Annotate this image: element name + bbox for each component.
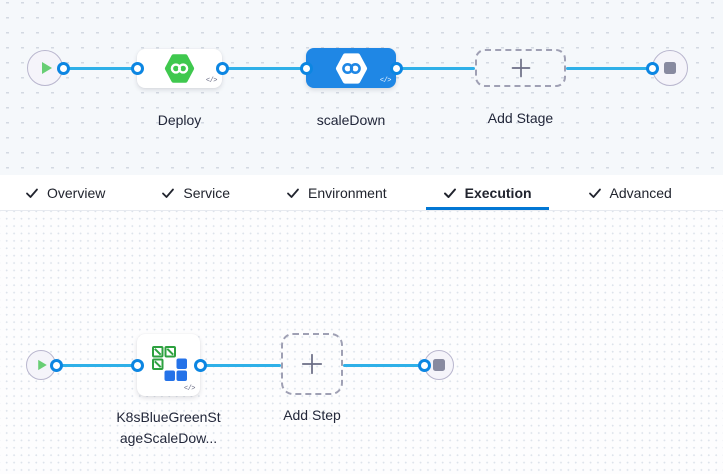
stage-label-deploy: Deploy <box>157 112 202 128</box>
connector-dot[interactable] <box>57 61 70 75</box>
connector-dot[interactable] <box>418 358 431 372</box>
edge-step-to-addstep <box>200 363 281 367</box>
edge-scaledown-to-addstage <box>396 66 475 70</box>
check-icon <box>588 188 601 198</box>
stage-card-deploy[interactable]: </> <box>137 49 222 88</box>
tab-label: Overview <box>47 184 106 201</box>
harness-cd-hexagon-icon <box>164 54 195 83</box>
connector-dot[interactable] <box>646 61 659 75</box>
edge-addstage-to-end <box>566 66 652 70</box>
step-label-k8s-scaledown: K8sBlueGreenStageScaleDow... <box>116 409 221 446</box>
connector-dot[interactable] <box>194 358 207 372</box>
play-icon <box>38 359 47 371</box>
tab-execution[interactable]: Execution <box>425 175 549 210</box>
execution-end-node[interactable] <box>424 350 454 380</box>
add-step-button[interactable] <box>281 333 343 395</box>
edge-start-to-step <box>56 363 137 367</box>
step-label-add-step: Add Step <box>283 407 341 423</box>
stage-config-tabs: Overview Service Environment Execution A… <box>0 175 723 211</box>
plus-icon <box>511 58 530 78</box>
connector-dot[interactable] <box>390 61 403 75</box>
check-icon <box>443 188 456 198</box>
tab-label: Execution <box>464 184 532 201</box>
tab-environment[interactable]: Environment <box>269 175 404 210</box>
stage-graph-canvas[interactable]: </> </> Deploy scaleDown Add Stage <box>0 0 723 175</box>
code-icon[interactable]: </> <box>379 77 392 85</box>
check-icon <box>287 188 299 198</box>
k8s-blue-green-icon <box>151 346 187 381</box>
stage-label-add-stage: Add Stage <box>487 110 554 126</box>
connector-dot[interactable] <box>300 61 313 75</box>
tab-service[interactable]: Service <box>144 175 247 210</box>
plus-icon <box>301 353 323 375</box>
execution-graph-canvas[interactable]: </> K8sBlueGreenStageScaleDow... Add Ste… <box>0 211 723 474</box>
tab-label: Environment <box>308 184 387 201</box>
code-icon[interactable]: </> <box>183 385 196 393</box>
edge-deploy-to-scaledown <box>222 66 306 70</box>
tab-label: Advanced <box>609 184 672 201</box>
stage-card-scaledown[interactable]: </> <box>306 48 396 88</box>
check-icon <box>26 188 38 198</box>
connector-dot[interactable] <box>131 358 144 372</box>
play-icon <box>41 62 52 74</box>
stage-label-scaledown: scaleDown <box>316 112 386 128</box>
code-icon[interactable]: </> <box>205 77 218 85</box>
stop-icon <box>433 359 445 371</box>
edge-start-to-deploy <box>63 66 137 70</box>
tab-overview[interactable]: Overview <box>8 175 122 210</box>
connector-dot[interactable] <box>216 61 229 75</box>
step-card-k8s-scaledown[interactable]: </> <box>137 334 200 396</box>
tab-advanced[interactable]: Advanced <box>571 175 689 210</box>
stop-icon <box>664 62 676 74</box>
add-stage-button[interactable] <box>475 49 566 87</box>
edge-addstep-to-end <box>343 363 424 367</box>
connector-dot[interactable] <box>50 358 63 372</box>
harness-cd-hexagon-icon <box>335 52 367 84</box>
connector-dot[interactable] <box>131 61 144 75</box>
check-icon <box>162 188 175 198</box>
tab-label: Service <box>183 184 231 201</box>
